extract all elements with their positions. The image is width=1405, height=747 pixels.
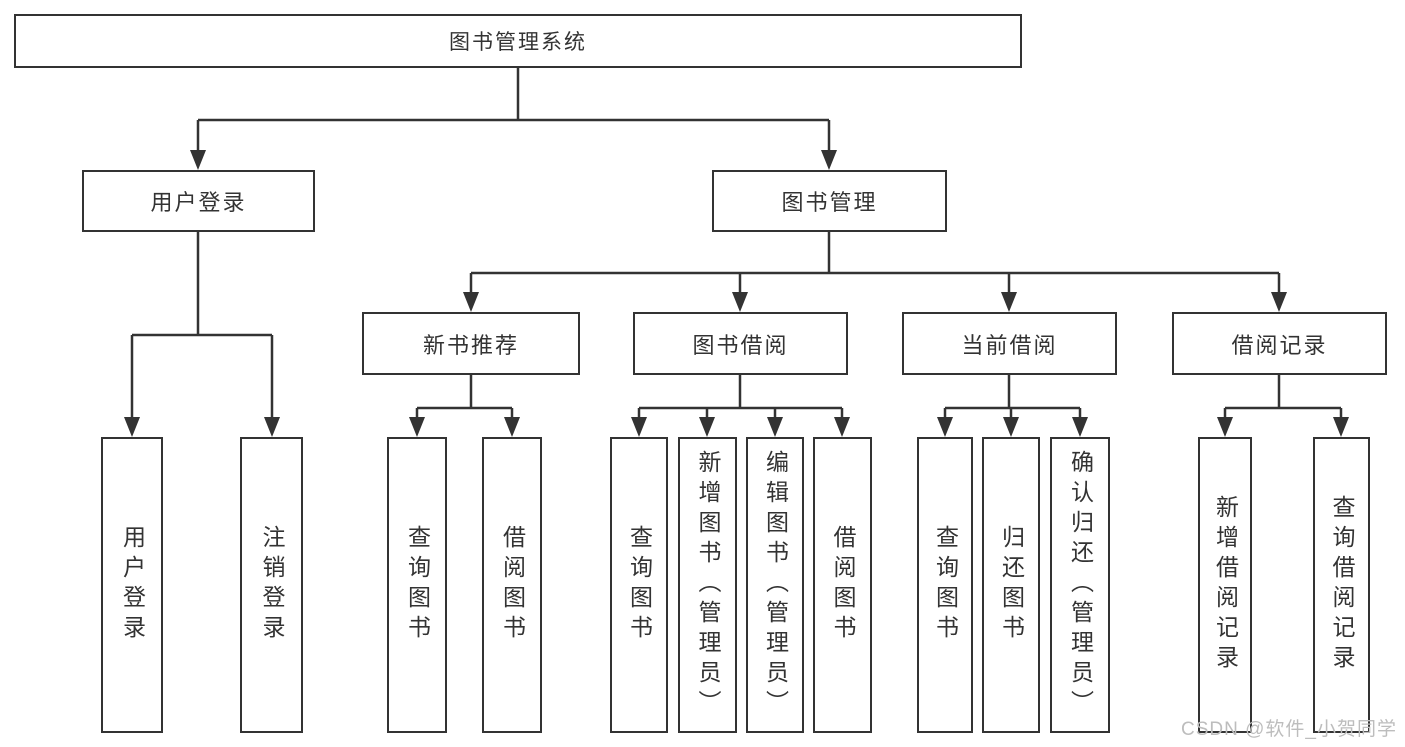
connector-new-book-to-children xyxy=(409,375,520,437)
connector-records-to-children xyxy=(1217,375,1349,437)
leaf-label: 借阅图书 xyxy=(499,525,526,645)
leaf-label: 编辑图书（管理员） xyxy=(762,450,789,720)
leaf-label: 确认归还（管理员） xyxy=(1067,450,1094,720)
leaf-current-query: 查询图书 xyxy=(917,437,973,733)
leaf-user-login: 用户登录 xyxy=(101,437,163,733)
leaf-label: 用户登录 xyxy=(119,525,146,645)
node-label: 借阅记录 xyxy=(1231,332,1328,358)
leaf-records-add: 新增借阅记录 xyxy=(1198,437,1252,733)
leaf-label: 注销登录 xyxy=(259,525,285,645)
leaf-current-return: 归还图书 xyxy=(982,437,1040,733)
node-new-book: 新书推荐 xyxy=(362,312,580,375)
node-label: 用户登录 xyxy=(150,190,247,215)
connector-borrowing-to-children xyxy=(631,375,850,437)
node-label: 新书推荐 xyxy=(422,332,519,358)
node-borrow-records: 借阅记录 xyxy=(1172,312,1387,375)
node-borrowing: 图书借阅 xyxy=(633,312,848,375)
leaf-records-query: 查询借阅记录 xyxy=(1313,437,1370,733)
leaf-label: 归还图书 xyxy=(998,525,1025,645)
leaf-label: 借阅图书 xyxy=(830,525,856,645)
leaf-label: 新增借阅记录 xyxy=(1212,495,1239,675)
connector-root-to-level2 xyxy=(190,68,837,170)
connector-user-login-to-children xyxy=(124,232,280,437)
leaf-borrowing-query: 查询图书 xyxy=(610,437,668,733)
leaf-borrowing-edit: 编辑图书（管理员） xyxy=(746,437,804,733)
leaf-borrowing-add: 新增图书（管理员） xyxy=(678,437,737,733)
connector-current-to-children xyxy=(937,375,1088,437)
leaf-label: 查询图书 xyxy=(626,525,653,645)
node-label: 图书借阅 xyxy=(692,332,789,358)
connector-book-mgmt-to-sections xyxy=(463,232,1287,312)
leaf-logout: 注销登录 xyxy=(240,437,303,733)
leaf-label: 新增图书（管理员） xyxy=(695,450,721,720)
csdn-watermark: CSDN @软件_小贺同学 xyxy=(1181,719,1397,740)
node-label: 图书管理 xyxy=(781,190,878,215)
node-current-borrow: 当前借阅 xyxy=(902,312,1117,375)
node-label: 图书管理系统 xyxy=(449,31,587,54)
leaf-borrowing-borrow: 借阅图书 xyxy=(813,437,872,733)
leaf-current-confirm: 确认归还（管理员） xyxy=(1050,437,1110,733)
leaf-label: 查询图书 xyxy=(932,525,959,645)
leaf-label: 查询图书 xyxy=(404,525,431,645)
node-root: 图书管理系统 xyxy=(14,14,1022,68)
leaf-label: 查询借阅记录 xyxy=(1329,495,1355,675)
node-label: 当前借阅 xyxy=(961,332,1058,358)
node-user-login: 用户登录 xyxy=(82,170,315,232)
leaf-newbook-borrow: 借阅图书 xyxy=(482,437,542,733)
leaf-newbook-query: 查询图书 xyxy=(387,437,447,733)
node-book-mgmt: 图书管理 xyxy=(712,170,947,232)
